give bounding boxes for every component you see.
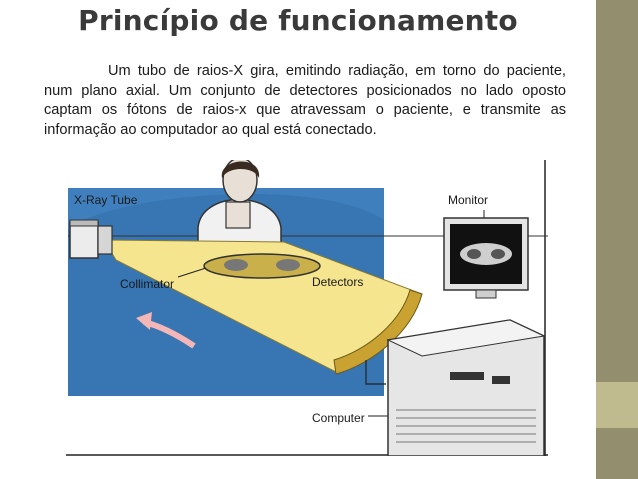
- slide-sidebar-accent: [596, 382, 638, 428]
- label-computer: Computer: [312, 411, 365, 425]
- computer: [386, 319, 546, 456]
- xray-tube: [69, 219, 113, 259]
- slide-body-text: Um tubo de raios-X gira, emitindo radiaç…: [44, 63, 566, 138]
- patient-slice: [203, 253, 321, 279]
- label-detectors: Detectors: [312, 275, 363, 289]
- data-cable: [365, 360, 386, 385]
- ct-scanner-diagram: X-Ray Tube Collimator Detectors Monitor …: [66, 160, 548, 456]
- rotation-arrow-head: [136, 312, 152, 330]
- monitor: [443, 217, 529, 299]
- label-collimator: Collimator: [120, 277, 174, 291]
- detector-array: [333, 289, 423, 375]
- slide-title: Princípio de funcionamento: [78, 4, 518, 37]
- label-xray-tube: X-Ray Tube: [74, 193, 138, 207]
- label-monitor: Monitor: [448, 193, 488, 207]
